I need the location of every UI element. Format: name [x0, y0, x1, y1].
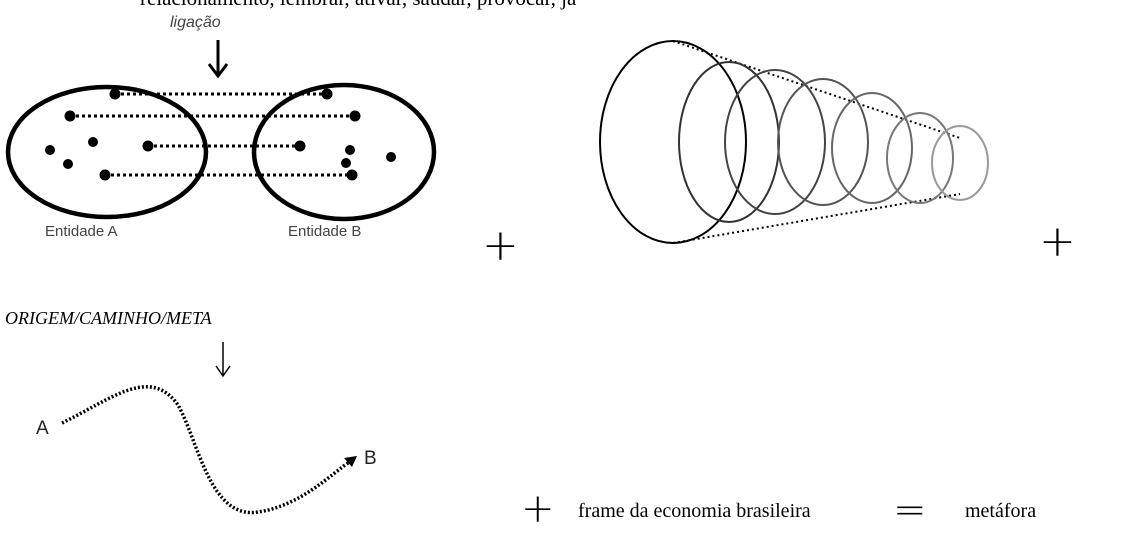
entity-a-circle	[5, 84, 209, 220]
entity-dots	[45, 88, 396, 181]
entity-b-label: Entidade B	[288, 223, 362, 240]
plus-sign-2: +	[1039, 216, 1076, 267]
path-arrow-head-icon	[344, 456, 357, 467]
frame-text: frame da economia brasileira	[578, 500, 811, 522]
entity-a-label: Entidade A	[45, 223, 118, 240]
scale-cone	[599, 40, 989, 244]
equals-sign: =	[893, 487, 927, 533]
plus-sign-3: +	[521, 486, 555, 532]
link-arrow-icon	[207, 40, 229, 79]
link-label: ligação	[170, 14, 221, 31]
path-curve	[61, 385, 353, 515]
path-start-label: A	[36, 418, 49, 439]
path-end-label: B	[364, 448, 377, 469]
connection-lines	[70, 92, 355, 177]
plus-sign-1: +	[482, 220, 519, 271]
origem-arrow-icon	[215, 342, 231, 378]
top-cropped-text: relacionamento, lembrar, ativar, saudar,…	[140, 0, 576, 11]
result-text: metáfora	[965, 500, 1037, 522]
entity-b-circle	[251, 82, 437, 222]
origem-label: ORIGEM/CAMINHO/META	[5, 308, 212, 328]
